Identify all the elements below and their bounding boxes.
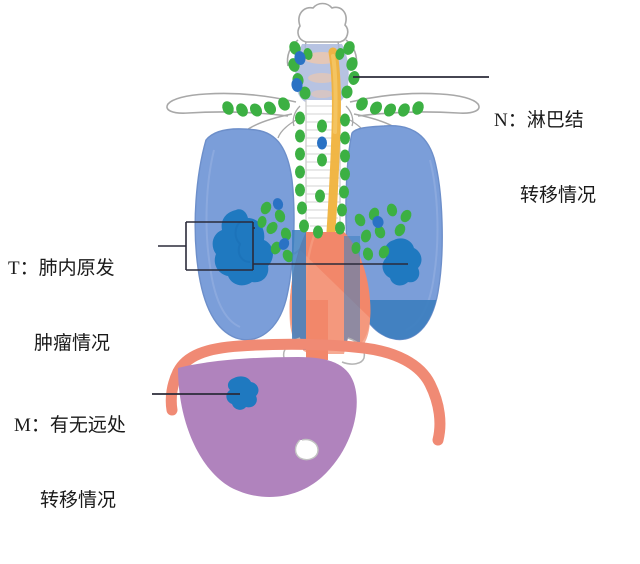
lymph-nodes-hilar-right <box>351 203 412 261</box>
lymph-nodes-blue-metastatic <box>272 51 384 250</box>
annotation-n-line2: 转移情况 <box>520 185 597 207</box>
tumor-left-lung <box>212 209 273 286</box>
annotation-label-t: T：肺内原发 肿瘤情况 <box>8 206 115 407</box>
annotation-t-line1: T：肺内原发 <box>8 258 115 280</box>
annotation-m-line1: M：有无远处 <box>14 415 126 437</box>
tumor-right-lung <box>382 238 422 286</box>
lymph-nodes-supraclavicular <box>222 97 424 117</box>
diaphragm <box>165 338 446 446</box>
lymph-nodes-hilar-left <box>257 201 294 263</box>
anatomy-illustration <box>152 2 489 498</box>
annotation-m-line2: 转移情况 <box>40 490 117 512</box>
figure-canvas: N：淋巴结 转移情况 T：肺内原发 肿瘤情况 M：有无远处 转移情况 <box>8 2 596 511</box>
liver <box>178 357 357 498</box>
esophagus <box>326 47 341 237</box>
annotation-label-m: M：有无远处 转移情况 <box>14 363 126 564</box>
lymph-nodes-paratracheal <box>295 111 350 239</box>
annotation-label-n: N：淋巴结 转移情况 <box>494 58 596 259</box>
annotation-t-line2: 肿瘤情况 <box>34 333 111 355</box>
annotation-n-line1: N：淋巴结 <box>494 110 584 132</box>
metastasis-liver <box>226 376 259 410</box>
leader-line-t-bracket <box>158 221 408 271</box>
